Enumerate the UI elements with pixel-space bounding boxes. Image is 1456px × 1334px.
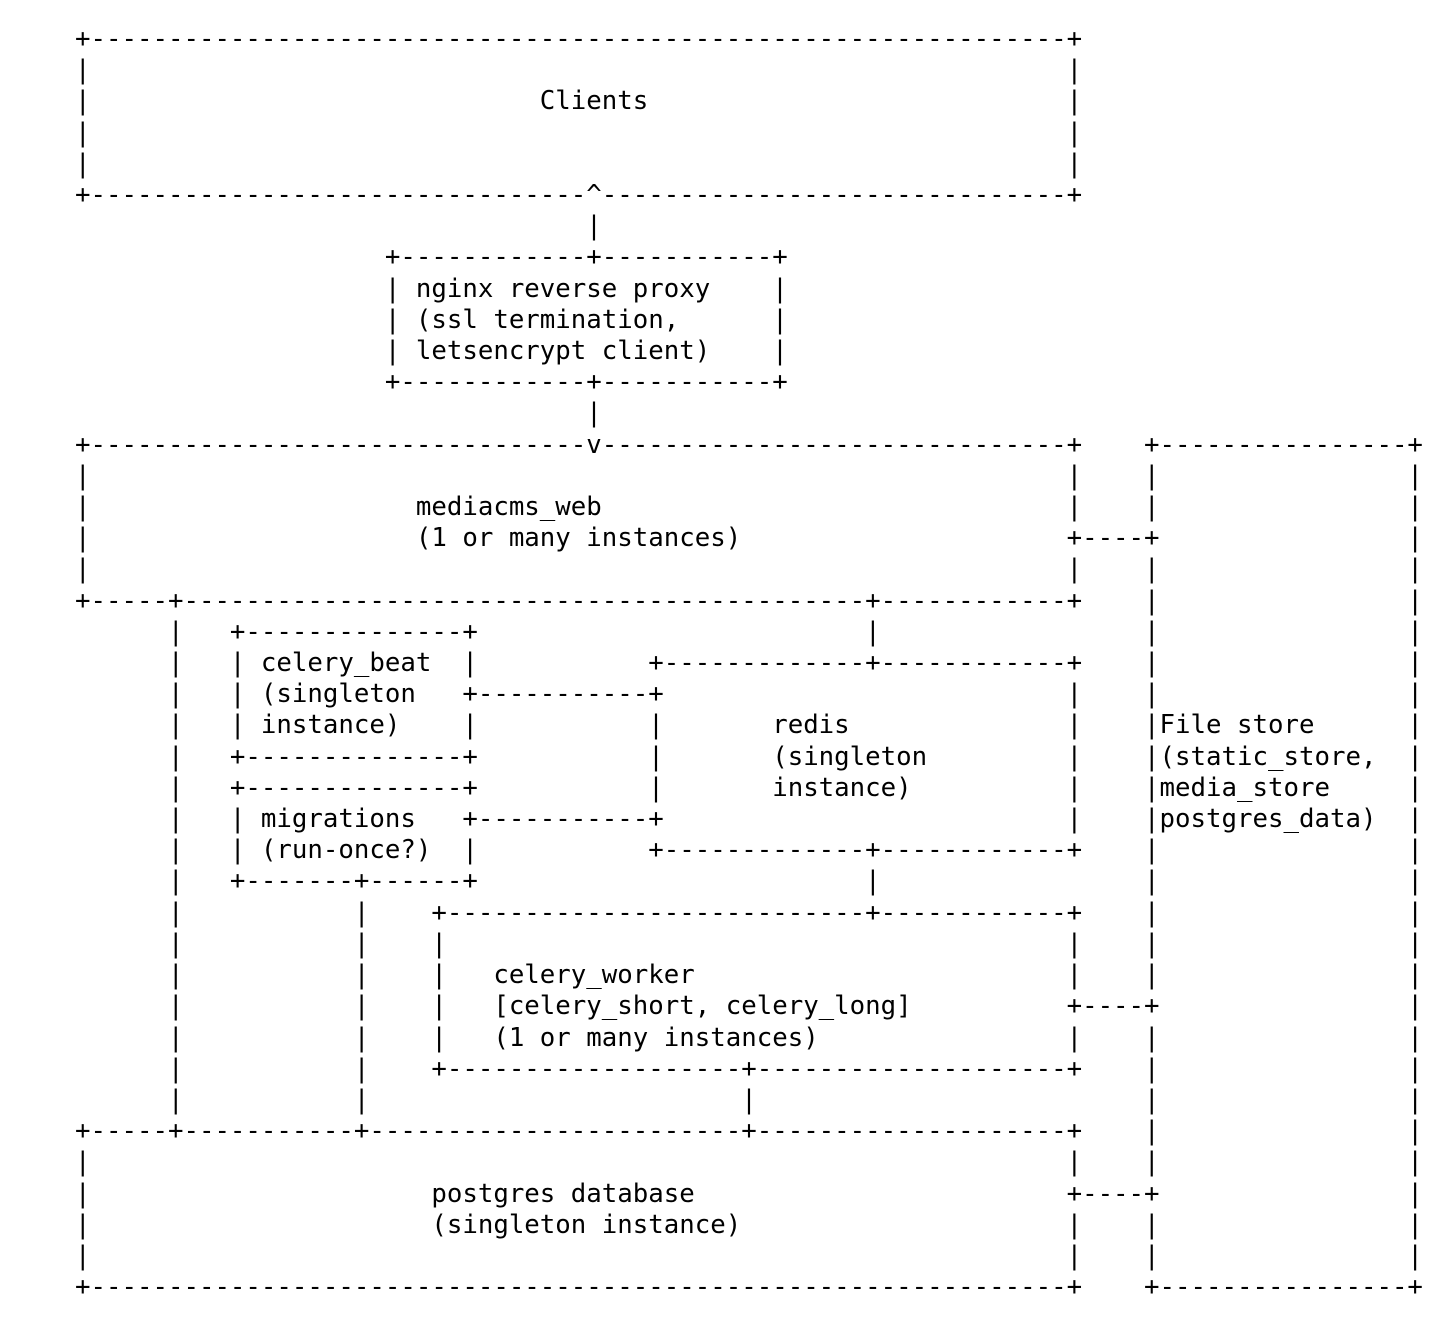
ascii-architecture-diagram: +---------------------------------------… <box>75 24 1423 1303</box>
